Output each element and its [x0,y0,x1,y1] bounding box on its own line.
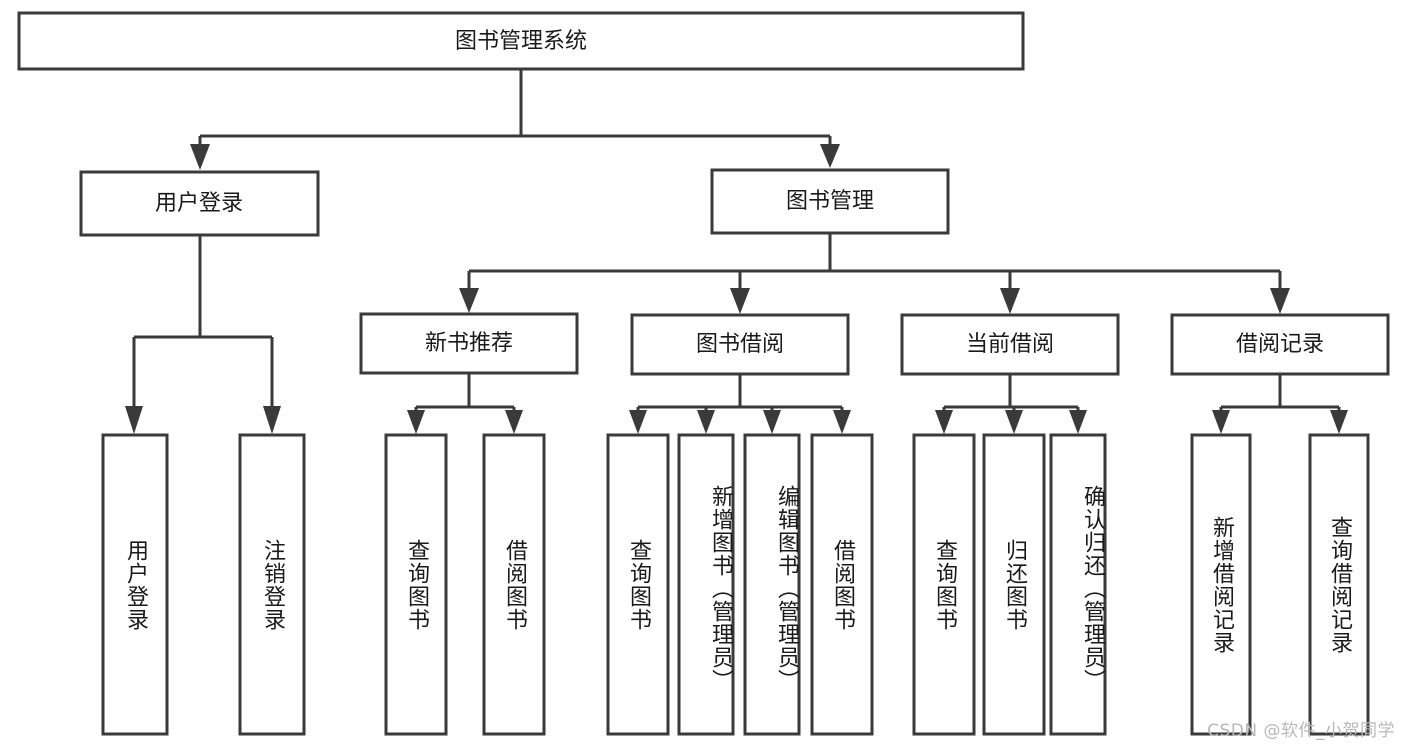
node-label-current-borrow: 当前借阅 [966,332,1054,357]
arrow-head-leaf-user-logout [263,406,281,434]
connectors-layer [125,69,1348,434]
node-box-leaf-bb-edit[interactable] [743,433,801,736]
node-box-book-manage[interactable] [710,168,950,235]
node-box-borrow-record[interactable] [1170,313,1390,376]
arrow-head-book-manage [820,144,840,168]
node-label-book-manage: 图书管理 [786,189,874,214]
arrow-head-new-book-recommend [459,288,479,313]
arrow-head-leaf-nb-query [407,410,425,434]
node-box-leaf-br-query[interactable] [1308,433,1370,736]
node-box-leaf-cb-confirm[interactable] [1049,433,1107,736]
arrow-head-borrow-record [1270,288,1290,314]
arrow-head-leaf-nb-borrow [505,410,523,434]
node-box-book-borrow[interactable] [630,313,850,376]
node-label-root: 图书管理系统 [455,29,587,54]
arrow-head-book-borrow [730,288,750,314]
node-label-new-book-recommend: 新书推荐 [425,331,513,356]
node-box-leaf-br-add[interactable] [1190,433,1252,736]
arrow-head-leaf-bb-borrow [833,410,851,434]
node-box-root[interactable] [17,11,1025,71]
node-box-leaf-user-logout[interactable] [238,433,306,736]
arrow-head-leaf-cb-return [1005,410,1023,434]
arrow-head-leaf-user-login [125,406,143,434]
arrow-head-current-borrow [1000,288,1020,314]
arrow-head-leaf-br-query [1330,410,1348,434]
arrow-head-leaf-bb-edit [763,410,781,434]
node-box-current-borrow[interactable] [900,313,1120,376]
arrow-head-leaf-bb-add [697,410,715,434]
arrow-head-user-login [190,144,210,170]
watermark-text: CSDN @软件_小贺同学 [1207,721,1395,741]
node-box-user-login[interactable] [79,170,320,237]
node-box-new-book-recommend[interactable] [359,312,579,375]
node-label-user-login: 用户登录 [155,191,243,216]
nodes-layer: 图书管理系统 用户登录 图书管理 新书推荐 图书借阅 当前借阅 借阅记录 [17,11,1390,736]
node-label-borrow-record: 借阅记录 [1236,332,1324,357]
node-box-leaf-bb-add[interactable] [677,433,735,736]
node-box-leaf-bb-query[interactable] [606,433,670,736]
node-label-book-borrow: 图书借阅 [696,332,784,357]
node-box-leaf-bb-borrow[interactable] [810,433,874,736]
node-box-leaf-nb-query[interactable] [384,433,448,736]
node-box-leaf-nb-borrow[interactable] [482,433,546,736]
arrow-head-leaf-br-add [1212,410,1230,434]
node-box-leaf-user-login[interactable] [101,433,169,736]
node-box-leaf-cb-return[interactable] [982,433,1046,736]
node-box-leaf-cb-query[interactable] [912,433,976,736]
arrow-head-leaf-cb-query [935,410,953,434]
arrow-head-leaf-bb-query [629,410,647,434]
arrow-head-leaf-cb-confirm [1069,410,1087,434]
